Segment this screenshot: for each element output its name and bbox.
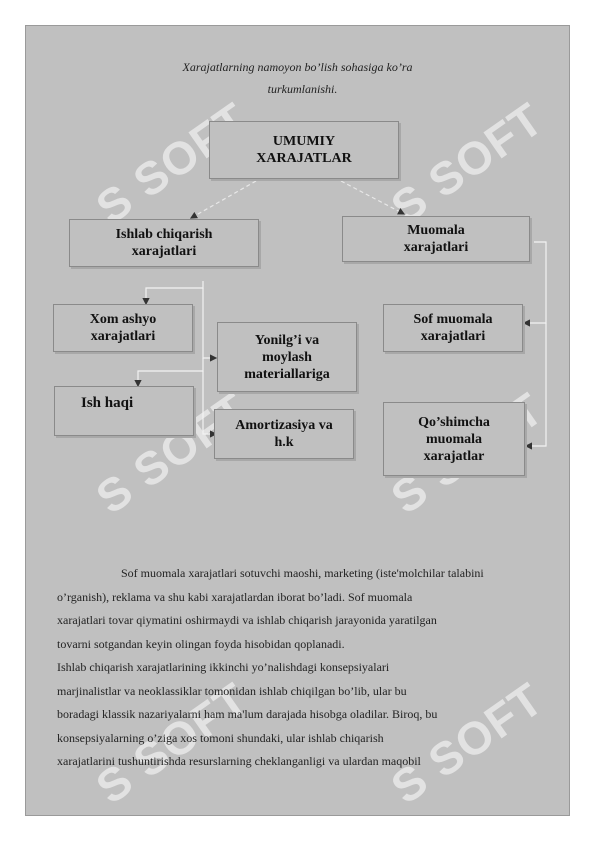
net-circulation-box: Sof muomala xarajatlari (383, 304, 523, 352)
paragraph-line: o’rganish), reklama va shu kabi xarajatl… (57, 589, 413, 604)
caption-line-2: turkumlanishi. (267, 82, 338, 96)
fuel-materials-box: Yonilg’i va moylash materiallariga (217, 322, 357, 392)
diagram-connectors (134, 180, 547, 450)
caption-line-1: Xarajatlarning namoyon bo’lish sohasiga … (182, 60, 413, 74)
paragraph-line: xarajatlari tovar qiymatini oshirmaydi v… (57, 613, 437, 627)
paragraph-line: konsepsiyalarning o’ziga xos tomoni shun… (57, 730, 384, 745)
production-costs-box: Ishlab chiqarish xarajatlari (69, 219, 259, 267)
wages-box: Ish haqi (54, 386, 194, 436)
circulation-costs-label: Muomala xarajatlari (403, 223, 469, 255)
paragraph-line: xarajatlarini tushuntirishda resurslarni… (57, 754, 421, 768)
amortization-label: Amortizasiya va h.k (235, 418, 333, 450)
paragraph-line: boradagi klassik nazariyalarni ham ma'lu… (57, 707, 438, 721)
root-node-label: UMUMIY XARAJATLAR (256, 134, 352, 166)
production-costs-label: Ishlab chiqarish xarajatlari (115, 227, 213, 259)
raw-material-costs-box: Xom ashyo xarajatlari (53, 304, 193, 352)
paragraph-line: tovarni sotgandan keyin olingan foyda hi… (57, 636, 345, 651)
document-page: S SOFT S SOFT S SOFT S SOFT S SOFT S SOF… (25, 25, 570, 816)
paragraph-line: Ishlab chiqarish xarajatlarining ikkinch… (57, 660, 390, 674)
amortization-box: Amortizasiya va h.k (214, 409, 354, 459)
root-node-box: UMUMIY XARAJATLAR (209, 121, 399, 179)
circulation-costs-box: Muomala xarajatlari (342, 216, 530, 262)
raw-material-costs-label: Xom ashyo xarajatlari (89, 312, 157, 344)
paragraph-line: marjinalistlar va neoklassiklar tomonida… (57, 683, 407, 698)
diagram-caption: Xarajatlarning namoyon bo’lish sohasiga … (26, 56, 569, 100)
body-text: Sof muomala xarajatlari sotuvchi maoshi,… (57, 562, 551, 774)
additional-circulation-label: Qo’shimcha muomala xarajatlar (418, 414, 490, 464)
fuel-materials-label: Yonilg’i va moylash materiallariga (244, 332, 330, 382)
wages-label: Ish haqi (81, 395, 134, 411)
net-circulation-label: Sof muomala xarajatlari (413, 312, 493, 344)
paragraph-line: Sof muomala xarajatlari sotuvchi maoshi,… (121, 566, 484, 580)
additional-circulation-box: Qo’shimcha muomala xarajatlar (383, 402, 525, 476)
